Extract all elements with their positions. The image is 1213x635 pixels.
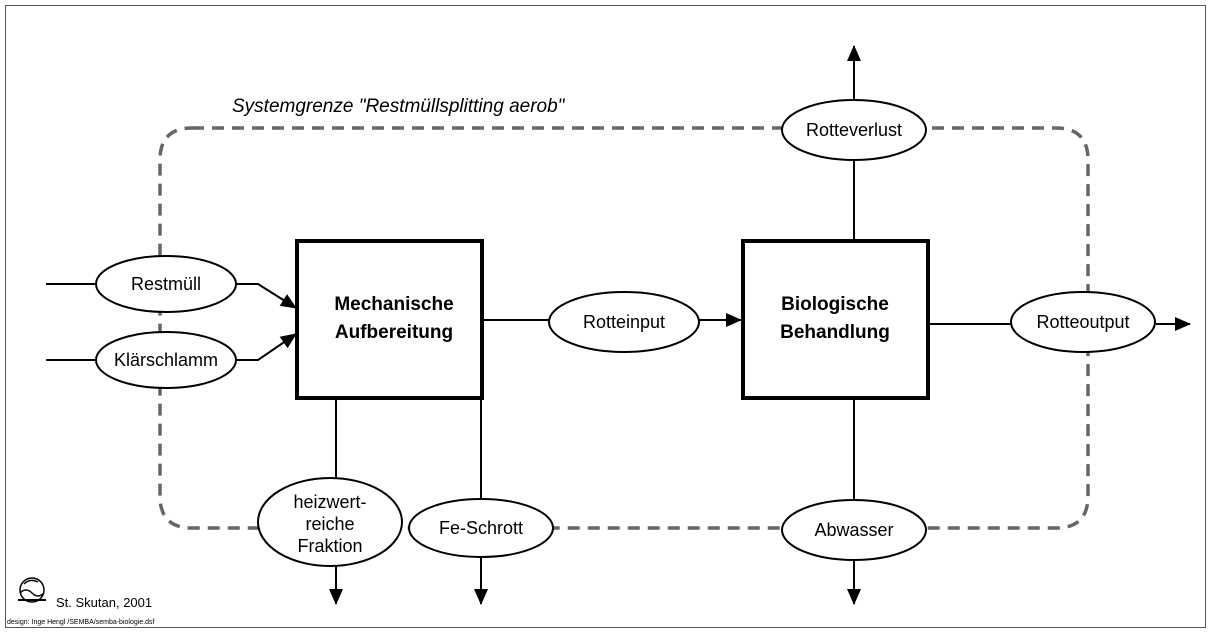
abwasser-flow-node	[781, 499, 927, 561]
system-boundary	[158, 126, 1090, 530]
heizwert-flow-node	[257, 477, 403, 567]
flow-lines	[46, 45, 1191, 605]
system-boundary-label: Systemgrenze "Restmüllsplitting aerob"	[232, 96, 566, 117]
credit-text: St. Skutan, 2001	[56, 595, 152, 610]
biological-process-label-1: Biologische	[781, 294, 889, 315]
rotteverlust-label: Rotteverlust	[806, 120, 902, 140]
heizwert-label-2: reiche	[305, 514, 354, 534]
design-note: design: Inge Hengl /SEMBA/semba-biologie…	[7, 619, 155, 626]
diagram-frame	[5, 5, 1206, 628]
biological-process-box	[741, 239, 930, 400]
klaerschlamm-flow-node	[95, 331, 237, 389]
fe-schrott-label: Fe-Schrott	[439, 518, 523, 538]
rotteinput-flow-node	[548, 291, 700, 353]
rotteoutput-label: Rotteoutput	[1036, 312, 1129, 332]
abwasser-label: Abwasser	[814, 520, 893, 540]
rotteverlust-flow-node	[781, 99, 927, 161]
mechanical-process-label-1: Mechanische	[334, 294, 453, 315]
fe-schrott-flow-node	[408, 498, 554, 558]
semba-logo	[18, 577, 46, 603]
heizwert-label-3: Fraktion	[297, 536, 362, 556]
mechanical-process-label-2: Aufbereitung	[335, 322, 453, 343]
rotteoutput-flow-node	[1010, 291, 1156, 353]
restmuell-label: Restmüll	[131, 274, 201, 294]
mechanical-process-box	[295, 239, 484, 400]
klaerschlamm-label: Klärschlamm	[114, 350, 218, 370]
heizwert-label-1: heizwert-	[293, 492, 366, 512]
restmuell-flow-node	[95, 255, 237, 313]
biological-process-label-2: Behandlung	[780, 322, 890, 343]
rotteinput-label: Rotteinput	[583, 312, 665, 332]
